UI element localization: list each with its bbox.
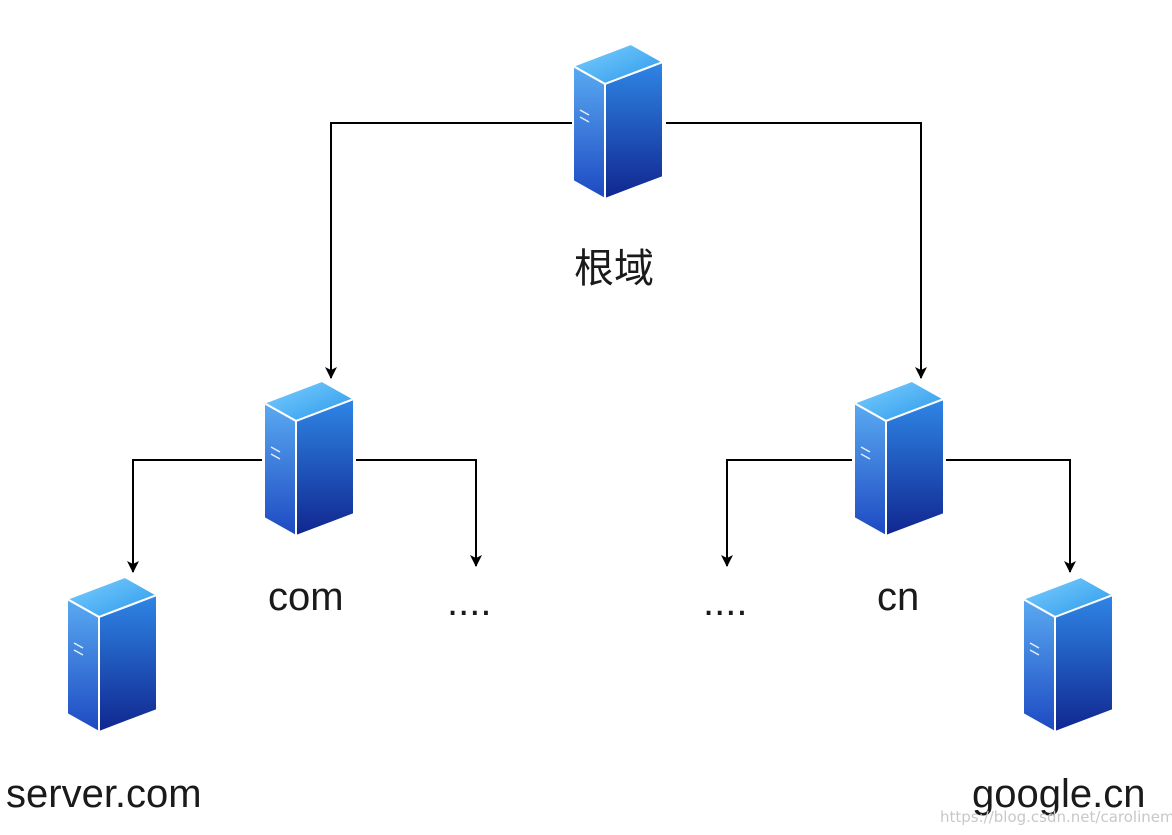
edge-root-com — [325, 122, 572, 379]
edge-cn-google — [946, 459, 1076, 573]
com-server-icon — [263, 380, 355, 537]
google-cn-server-icon — [1022, 576, 1114, 733]
edge-com-server — [127, 459, 262, 573]
server-com-server-icon — [66, 576, 158, 733]
edges — [127, 122, 1076, 573]
google-cn-label: google.cn — [972, 772, 1146, 816]
ellipsis-right-label: .... — [703, 580, 748, 624]
watermark: https://blog.csdn.net/carolineme — [940, 808, 1172, 826]
edge-root-cn — [666, 122, 927, 379]
cn-server-icon — [853, 380, 945, 537]
root-server-icon — [572, 43, 664, 200]
ellipsis-left-label: .... — [447, 580, 492, 624]
cn-label: cn — [877, 575, 920, 619]
com-label: com — [268, 575, 344, 619]
edge-cn-ellipsis — [721, 459, 852, 567]
server-com-label: server.com — [6, 772, 202, 816]
edge-com-ellipsis — [356, 459, 482, 567]
root-label: 根域 — [574, 246, 654, 292]
